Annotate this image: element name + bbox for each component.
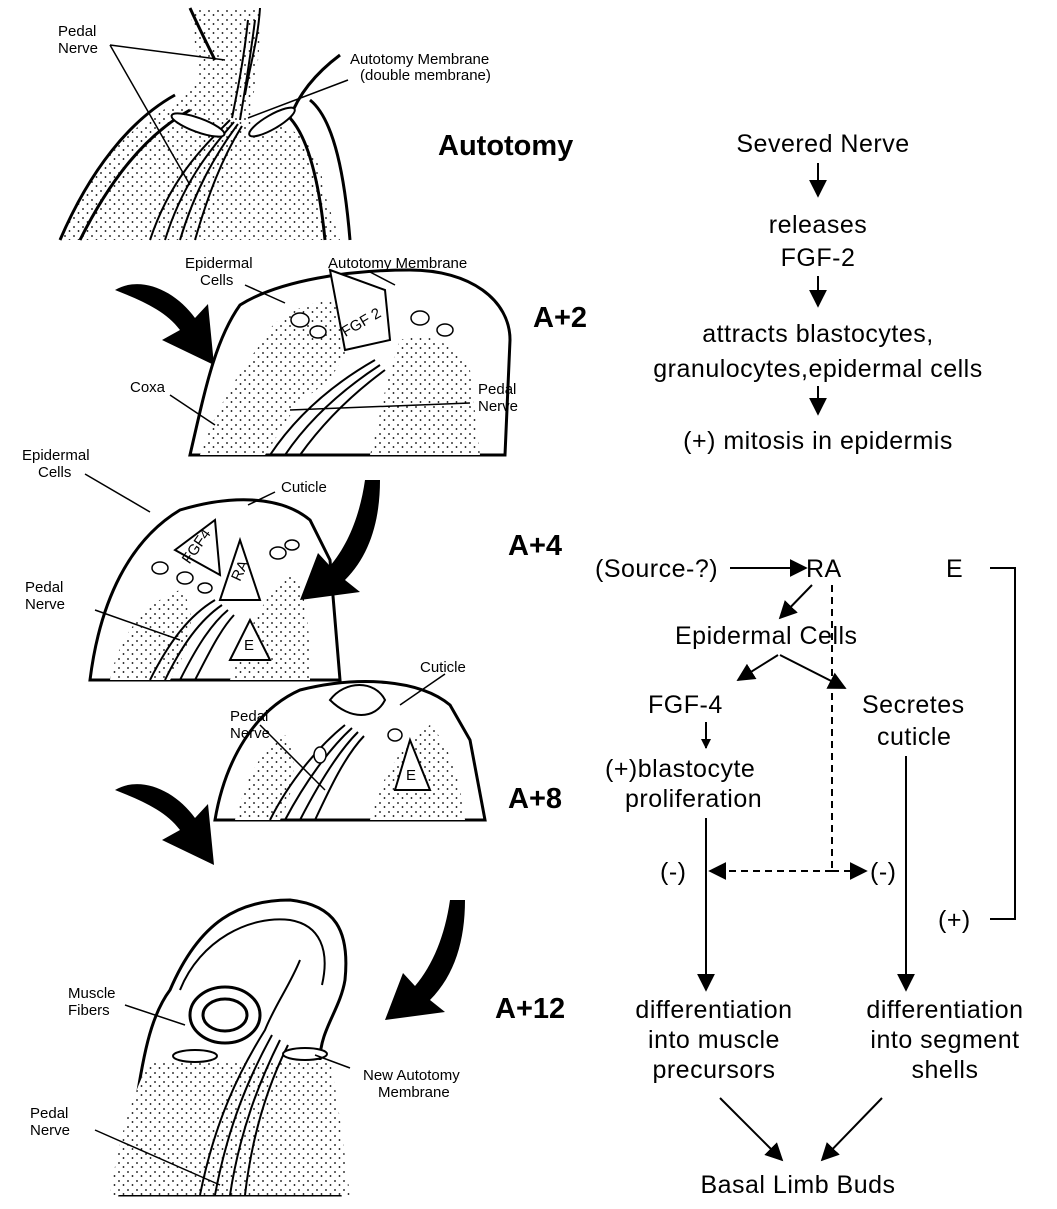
flow-diff-shell: shells: [912, 1056, 979, 1084]
flow-arrow: [738, 655, 778, 680]
flow-fgf2: FGF-2: [781, 244, 856, 272]
label-pedal-nerve: Pedal: [478, 381, 516, 398]
curved-arrow-icon: [115, 784, 214, 865]
label-new-autotomy-membrane: New Autotomy: [363, 1067, 460, 1084]
label-pedal-nerve: Pedal: [30, 1105, 68, 1122]
stage-a12: A+12: [495, 993, 565, 1025]
label-double-membrane: (double membrane): [360, 67, 491, 84]
label-muscle-fibers: Muscle: [68, 985, 116, 1002]
label-epidermal-cells: Cells: [38, 464, 71, 481]
flow-blastocyte: (+)blastocyte: [605, 755, 755, 783]
flow-bracket: [990, 568, 1015, 919]
curved-arrow-icon: [115, 284, 214, 365]
flow-mitosis: (+) mitosis in epidermis: [683, 427, 953, 455]
label-pedal-nerve: Pedal: [58, 23, 96, 40]
flow-secretes: Secretes: [862, 691, 965, 719]
stage-a2: A+2: [533, 302, 587, 334]
flow-source: (Source-?): [595, 555, 718, 583]
panel-a8: E Cuticle Pedal Nerve: [215, 659, 485, 820]
flow-diff-muscle: precursors: [652, 1056, 775, 1084]
panel-a12: Muscle Fibers New Autotomy Membrane Peda…: [30, 900, 460, 1195]
flow-ra: RA: [806, 555, 842, 583]
label-epidermal-cells: Cells: [200, 272, 233, 289]
curved-arrow-icon: [385, 900, 465, 1020]
stage-autotomy: Autotomy: [438, 130, 573, 162]
label-muscle-fibers: Fibers: [68, 1002, 110, 1019]
panel-a2: FGF 2 Epidermal Cells Autotomy Membrane …: [130, 255, 518, 455]
label-e: E: [406, 767, 416, 784]
flow-e: E: [946, 555, 963, 583]
label-autotomy-membrane: Autotomy Membrane: [350, 51, 489, 68]
label-cuticle: Cuticle: [281, 479, 327, 496]
label-pedal-nerve: Pedal: [230, 708, 268, 725]
flow-releases: releases: [769, 211, 868, 239]
flow-proliferation: proliferation: [625, 785, 762, 813]
label-autotomy-membrane: Autotomy Membrane: [328, 255, 467, 272]
label-pedal-nerve: Nerve: [25, 596, 65, 613]
flow-severed-nerve: Severed Nerve: [736, 130, 909, 158]
flow-diff-muscle: differentiation: [635, 996, 792, 1024]
label-pedal-nerve: Nerve: [30, 1122, 70, 1139]
leader-line: [85, 474, 150, 512]
flow-attracts: attracts blastocytes,: [702, 320, 933, 348]
flow-chart: Severed Nerve releases FGF-2 attracts bl…: [595, 130, 1024, 1199]
flow-arrow: [720, 1098, 782, 1160]
panel-a4: FGF4 RA E Epidermal Cells Cuticle Pedal …: [22, 447, 340, 680]
label-pedal-nerve: Nerve: [478, 398, 518, 415]
flow-attracts: granulocytes,epidermal cells: [653, 355, 982, 383]
label-pedal-nerve: Nerve: [230, 725, 270, 742]
flow-epidermal-cells: Epidermal Cells: [675, 622, 858, 650]
stage-a8: A+8: [508, 783, 562, 815]
flow-promote: (+): [938, 906, 971, 934]
panel-autotomy: Pedal Nerve Autotomy Membrane (double me…: [58, 8, 491, 240]
label-pedal-nerve: Nerve: [58, 40, 98, 57]
flow-arrow: [822, 1098, 882, 1160]
stage-a4: A+4: [508, 530, 562, 562]
flow-inhibit-left: (-): [660, 858, 686, 886]
label-epidermal-cells: Epidermal: [22, 447, 90, 464]
flow-fgf4: FGF-4: [648, 691, 723, 719]
leader-line: [248, 80, 348, 118]
label-cuticle: Cuticle: [420, 659, 466, 676]
flow-cuticle: cuticle: [877, 723, 951, 751]
flow-diff-muscle: into muscle: [648, 1026, 780, 1054]
label-epidermal-cells: Epidermal: [185, 255, 253, 272]
label-new-autotomy-membrane: Membrane: [378, 1084, 450, 1101]
label-coxa: Coxa: [130, 379, 166, 396]
flow-arrow: [780, 655, 845, 688]
label-pedal-nerve: Pedal: [25, 579, 63, 596]
flow-arrow: [780, 585, 812, 618]
flow-diff-shell: differentiation: [866, 996, 1023, 1024]
flow-basal-limb-buds: Basal Limb Buds: [700, 1171, 895, 1199]
label-e: E: [244, 637, 254, 654]
flow-inhibit-right: (-): [870, 858, 896, 886]
flow-diff-shell: into segment: [870, 1026, 1019, 1054]
